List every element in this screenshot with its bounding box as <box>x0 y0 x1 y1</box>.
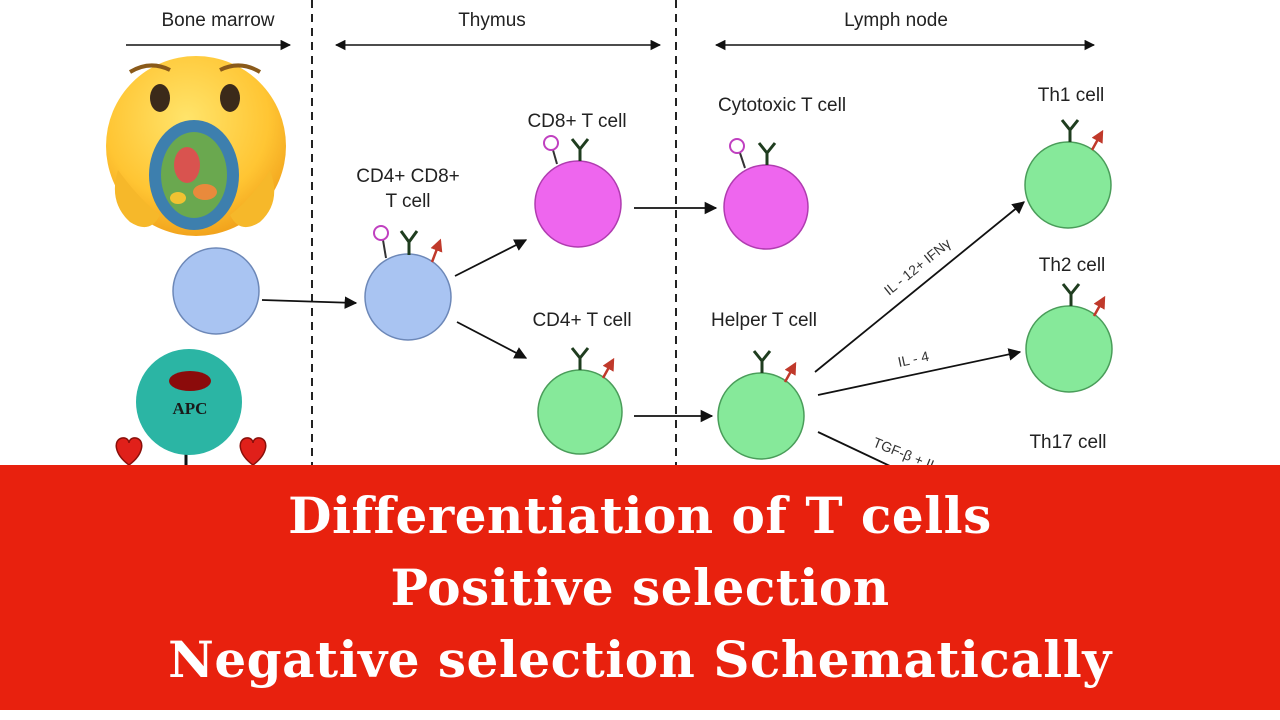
cd4-coreceptor-icon <box>1090 129 1104 151</box>
arrow-helper-to-th17 <box>817 431 891 467</box>
arrow-to-cd4 <box>456 321 528 359</box>
arrow-to-cd8 <box>454 239 528 277</box>
helper-cell-label: Helper T cell <box>711 310 817 331</box>
cd4-coreceptor-icon <box>601 357 615 379</box>
title-banner: Differentiation of T cells Positive sele… <box>0 465 1280 710</box>
region-label-lymph-node: Lymph node <box>844 10 948 31</box>
double-positive-cell <box>364 253 452 341</box>
arrow-helper-to-th1 <box>814 201 1025 373</box>
tcr-receptor-icon <box>570 138 590 161</box>
tcr-receptor-icon <box>570 347 590 370</box>
th1-cell <box>1024 141 1112 229</box>
cd4-cell-label: CD4+ T cell <box>532 310 631 331</box>
arrow-precursor-to-double-positive <box>261 296 358 309</box>
th2-cell <box>1025 305 1113 393</box>
cd8-coreceptor-icon <box>543 135 559 165</box>
care-emoji-icon <box>106 56 286 236</box>
apc-label: APC <box>173 399 208 418</box>
cd8-coreceptor-icon <box>729 138 746 169</box>
arrow-helper-to-th2 <box>817 348 1022 396</box>
tcr-receptor-icon <box>752 350 772 373</box>
bottom-strip <box>0 710 1280 720</box>
double-positive-label-line1: CD4+ CD8+ <box>356 166 460 187</box>
cytotoxic-cell-label: Cytotoxic T cell <box>718 95 846 116</box>
apc-cell: APC <box>136 349 242 465</box>
th17-cell-label: Th17 cell <box>1029 432 1106 453</box>
region-label-thymus: Thymus <box>458 10 526 31</box>
helper-t-cell <box>717 372 805 460</box>
tcr-receptor-icon <box>1061 283 1081 306</box>
banner-title-line2: Positive selection <box>390 557 890 617</box>
cd8-t-cell <box>534 160 622 248</box>
cytokine-label-th2: IL - 4 <box>896 348 930 370</box>
cd8-cell-label: CD8+ T cell <box>527 111 626 132</box>
banner-title-line3: Negative selection Schematically <box>168 629 1112 689</box>
tcr-receptor-icon <box>399 230 419 255</box>
cd4-t-cell <box>537 369 623 455</box>
double-positive-label-line2: T cell <box>385 191 430 212</box>
cd4-coreceptor-icon <box>430 238 443 263</box>
th2-cell-label: Th2 cell <box>1039 255 1106 276</box>
heart-icon-right <box>239 437 267 466</box>
banner-title-line1: Differentiation of T cells <box>288 485 992 545</box>
cytotoxic-t-cell <box>723 164 809 250</box>
heart-icon-left <box>115 437 143 466</box>
th1-cell-label: Th1 cell <box>1038 85 1105 106</box>
tcr-receptor-icon <box>757 142 777 165</box>
region-label-bone-marrow: Bone marrow <box>162 10 275 31</box>
cd4-coreceptor-icon <box>1092 295 1106 317</box>
precursor-cell <box>172 247 260 335</box>
cd8-coreceptor-icon <box>373 225 389 259</box>
cd4-coreceptor-icon <box>783 361 797 383</box>
tcr-receptor-icon <box>1060 119 1080 142</box>
